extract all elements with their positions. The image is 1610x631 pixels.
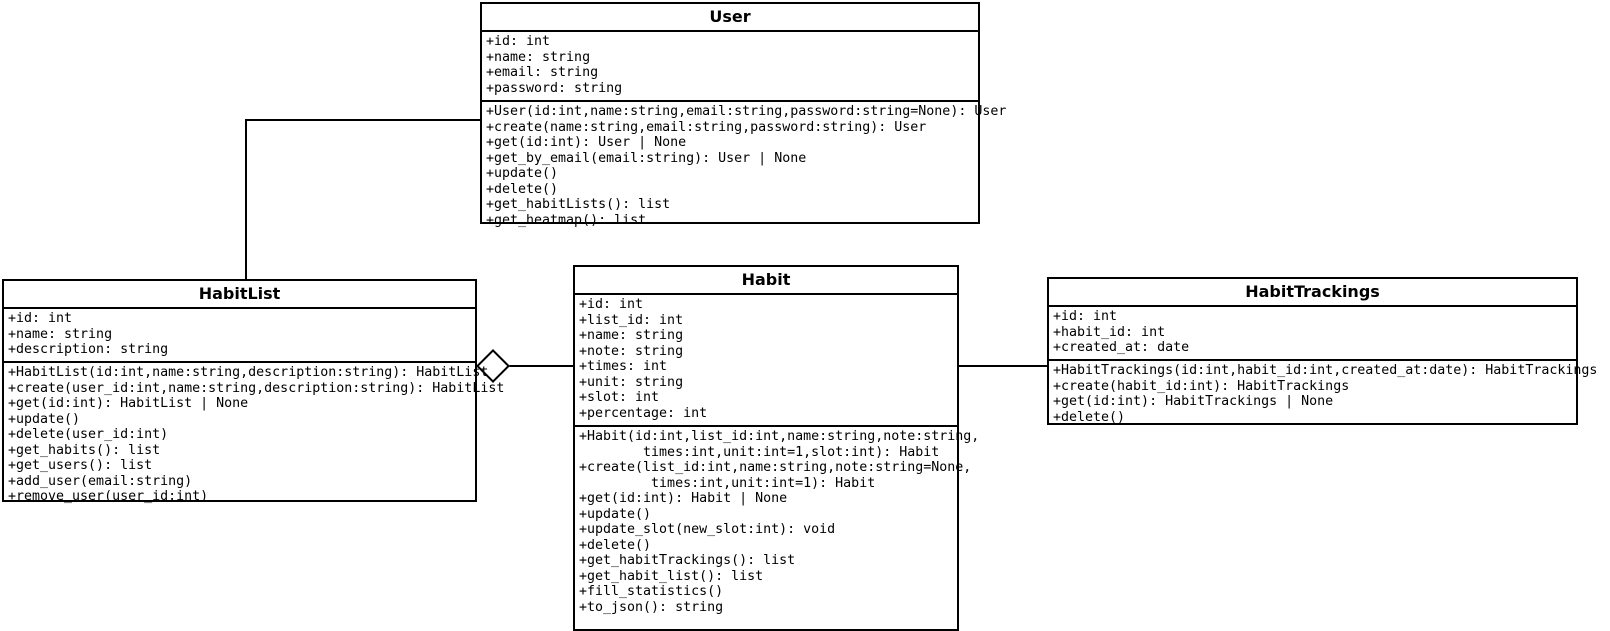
method-row: +get(id:int): HabitList | None: [8, 396, 249, 411]
class-methods-habitlist: +HabitList(id:int,name:string,descriptio…: [4, 363, 505, 508]
class-title-habittrackings: HabitTrackings: [1049, 279, 1576, 307]
connector-habit-habittrackings-line: [958, 365, 1050, 367]
attribute-row: +unit: string: [579, 374, 684, 390]
method-row: +get_by_email(email:string): User | None: [486, 150, 807, 166]
method-row: times:int,unit:int=1,slot:int): Habit: [579, 444, 940, 460]
method-row: +get_habits(): list: [8, 442, 161, 458]
attribute-row: +email: string: [486, 65, 599, 80]
method-row: +get_habit_list(): list: [579, 568, 764, 584]
method-row: +delete(user_id:int): [8, 427, 169, 442]
method-row: +create(name:string,email:string,passwor…: [486, 119, 927, 135]
method-row: +get(id:int): User | None: [486, 135, 687, 150]
method-row: +update_slot(new_slot:int): void: [579, 522, 836, 537]
method-row: +User(id:int,name:string,email:string,pa…: [486, 104, 1007, 119]
method-row: +delete(): [486, 181, 559, 197]
attribute-row: +id: int: [486, 34, 551, 49]
class-methods-habittrackings: +HabitTrackings(id:int,habit_id:int,crea…: [1049, 361, 1598, 428]
class-box-habitlist[interactable]: HabitList +id: int +name: string +descri…: [2, 279, 504, 504]
method-row: +get_habitTrackings(): list: [579, 553, 796, 568]
method-row: +create(user_id:int,name:string,descript…: [8, 380, 505, 396]
method-row: +HabitTrackings(id:int,habit_id:int,crea…: [1053, 363, 1598, 378]
method-row: +add_user(email:string): [8, 473, 193, 489]
attribute-row: +created_at: date: [1053, 340, 1190, 355]
connector-user-habitlist-horizontal: [245, 119, 481, 121]
method-row: +create(habit_id:int): HabitTrackings: [1053, 378, 1350, 394]
attribute-row: +id: int: [579, 297, 644, 312]
attribute-row: +description: string: [8, 342, 169, 357]
connector-user-habitlist-vertical: [245, 119, 247, 287]
class-attributes-habit: +id: int +list_id: int +name: string +no…: [575, 295, 957, 427]
attribute-row: +id: int: [8, 311, 73, 326]
method-row: +remove_user(user_id:int): [8, 489, 209, 504]
method-row: +get_heatmap(): list: [486, 212, 647, 228]
method-row: +update(): [486, 166, 559, 181]
class-methods-habit: +Habit(id:int,list_id:int,name:string,no…: [575, 427, 980, 618]
method-row: +fill_statistics(): [579, 584, 724, 599]
method-row: +update(): [8, 411, 81, 427]
method-row: +get_habitLists(): list: [486, 197, 671, 212]
attribute-row: +id: int: [1053, 309, 1118, 324]
method-row: +create(list_id:int,name:string,note:str…: [579, 460, 972, 475]
class-title-user: User: [482, 4, 978, 32]
attribute-row: +name: string: [579, 328, 684, 343]
class-box-user[interactable]: User +id: int +name: string +email: stri…: [480, 2, 1006, 228]
method-row: +Habit(id:int,list_id:int,name:string,no…: [579, 429, 980, 444]
class-methods-user: +User(id:int,name:string,email:string,pa…: [482, 102, 1007, 231]
attribute-row: +name: string: [8, 326, 113, 342]
attribute-row: +name: string: [486, 49, 591, 65]
class-box-habit[interactable]: Habit +id: int +list_id: int +name: stri…: [573, 265, 980, 631]
class-attributes-user: +id: int +name: string +email: string +p…: [482, 32, 978, 102]
attribute-row: +slot: int: [579, 390, 660, 405]
method-row: +update(): [579, 506, 652, 522]
method-row: +delete(): [1053, 409, 1126, 425]
class-attributes-habittrackings: +id: int +habit_id: int +created_at: dat…: [1049, 307, 1576, 361]
connector-habitlist-habit-line: [505, 365, 575, 367]
method-row: times:int,unit:int=1): Habit: [579, 475, 876, 491]
method-row: +get(id:int): HabitTrackings | None: [1053, 394, 1334, 409]
method-row: +to_json(): string: [579, 599, 724, 615]
class-title-habit: Habit: [575, 267, 957, 295]
attribute-row: +percentage: int: [579, 405, 708, 421]
method-row: +get(id:int): Habit | None: [579, 491, 788, 506]
method-row: +HabitList(id:int,name:string,descriptio…: [8, 365, 489, 380]
attribute-row: +times: int: [579, 359, 668, 374]
attribute-row: +note: string: [579, 343, 684, 359]
method-row: +delete(): [579, 537, 652, 553]
attribute-row: +password: string: [486, 80, 623, 96]
method-row: +get_users(): list: [8, 458, 153, 473]
attribute-row: +list_id: int: [579, 312, 684, 328]
class-title-habitlist: HabitList: [4, 281, 475, 309]
attribute-row: +habit_id: int: [1053, 324, 1166, 340]
class-box-habittrackings[interactable]: HabitTrackings +id: int +habit_id: int +…: [1047, 277, 1598, 428]
class-attributes-habitlist: +id: int +name: string +description: str…: [4, 309, 475, 363]
